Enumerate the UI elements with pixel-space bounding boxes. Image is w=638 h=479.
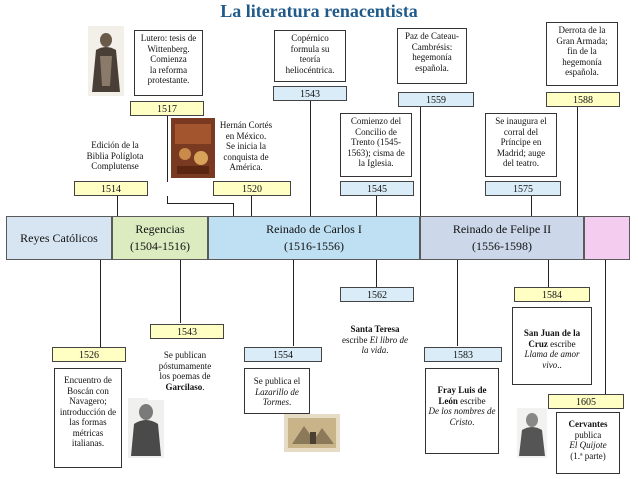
period-carlos-i: Reinado de Carlos I(1516-1556): [208, 216, 420, 260]
connector-line: [548, 260, 549, 287]
event-1584-text: San Juan de la Cruz escribe Llama de amo…: [512, 307, 592, 385]
conquest-painting-image: [171, 118, 215, 178]
connector-line: [167, 116, 168, 182]
event-1583-text: Fray Luis de León escribe De los nombres…: [425, 368, 499, 454]
event-1605-text: Cervantes publica El Quijote (1.ª parte): [556, 412, 620, 474]
connector-line: [117, 196, 118, 216]
page-title: La literatura renacentista: [220, 1, 418, 21]
year-1583: 1583: [424, 347, 502, 362]
year-1526: 1526: [52, 347, 126, 362]
connector-line: [376, 196, 377, 216]
connector-line: [531, 196, 532, 216]
year-1605: 1605: [548, 394, 624, 409]
boscan-portrait-image: [128, 398, 164, 458]
year-1559: 1559: [398, 92, 474, 107]
connector-line: [180, 260, 181, 323]
year-1554: 1554: [244, 347, 322, 362]
year-1584: 1584: [514, 287, 590, 302]
luther-portrait-image: [88, 26, 124, 96]
year-1520: 1520: [213, 181, 291, 196]
connector-line: [233, 203, 234, 216]
lazarillo-engraving-image: [284, 414, 340, 452]
fray-luis-portrait-image: [517, 408, 547, 458]
year-1562: 1562: [340, 287, 414, 302]
connector-line: [167, 196, 168, 204]
connector-line: [310, 101, 311, 216]
year-1545: 1545: [340, 181, 414, 196]
connector-line: [293, 260, 294, 346]
year-1517: 1517: [130, 101, 204, 116]
period-felipe-ii: Reinado de Felipe II(1556-1598): [420, 216, 584, 260]
connector-line: [251, 196, 252, 216]
year-1588: 1588: [546, 92, 620, 107]
connector-line: [100, 260, 101, 348]
event-1554-text: Se publica el Lazarillo de Tormes.: [244, 368, 310, 414]
period-reyes-catolicos: Reyes Católicos: [6, 216, 112, 260]
period-end-marker: [584, 216, 630, 260]
connector-line: [457, 260, 458, 346]
connector-line: [376, 260, 377, 287]
year-1543-top: 1543: [273, 86, 347, 101]
event-1562-text: Santa Teresa escribe El libro de la vida…: [338, 322, 412, 362]
year-1575: 1575: [485, 181, 561, 196]
period-regencias: Regencias(1504-1516): [112, 216, 208, 260]
year-1543-bottom: 1543: [150, 324, 224, 339]
connector-line: [577, 107, 578, 216]
connector-line: [605, 260, 606, 394]
year-1514: 1514: [74, 181, 148, 196]
connector-line: [420, 107, 421, 216]
connector-line: [167, 203, 233, 204]
